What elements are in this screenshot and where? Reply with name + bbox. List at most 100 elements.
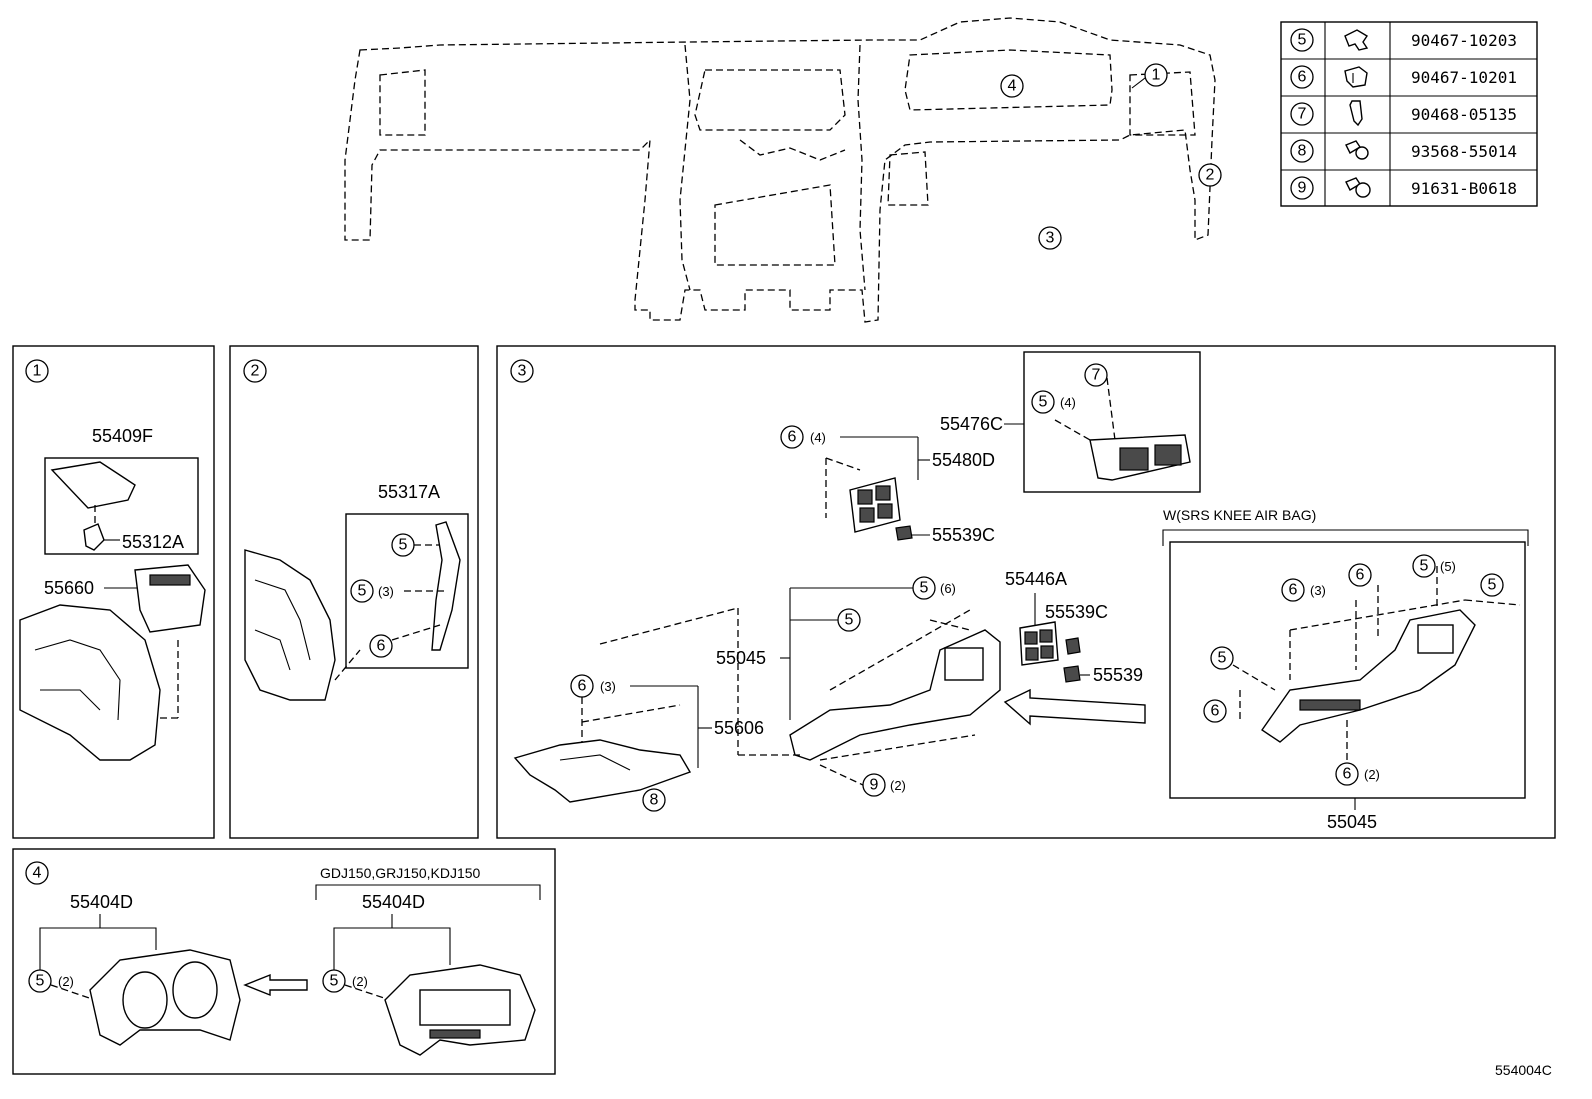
svg-text:6: 6 <box>1289 582 1298 599</box>
svg-text:(3): (3) <box>1310 583 1326 598</box>
parts-table: 5 90467-10203 6 90467-10201 7 90468-0513… <box>1280 21 1538 207</box>
screw-icon <box>1345 140 1369 160</box>
part-55476C: 55476C <box>940 414 1003 434</box>
svg-text:5: 5 <box>1420 558 1429 575</box>
panel-4: 4 55404D 5 (2) GDJ150,GRJ150,KDJ150 5540… <box>12 848 556 1075</box>
cover-part <box>50 461 136 509</box>
part-55476C-box <box>1023 351 1201 493</box>
svg-text:(4): (4) <box>810 430 826 445</box>
svg-text:2: 2 <box>251 363 260 380</box>
diagram-code: 554004C <box>1495 1062 1552 1078</box>
lower-bracket-part <box>513 739 692 803</box>
svg-text:6: 6 <box>1356 567 1365 584</box>
part-55404D-left: 55404D <box>70 892 133 912</box>
svg-text:3: 3 <box>518 363 527 380</box>
part-55404D-right: 55404D <box>362 892 425 912</box>
part-55045: 55045 <box>716 648 766 668</box>
overview-callout-2: 2 <box>1198 163 1222 187</box>
svg-text:6: 6 <box>377 638 386 655</box>
svg-text:6: 6 <box>1343 766 1352 783</box>
svg-text:5: 5 <box>1298 32 1307 49</box>
arrow-left-icon <box>243 973 308 997</box>
part-55312A: 55312A <box>122 532 184 552</box>
part-55409F: 55409F <box>92 426 153 446</box>
part-55045-srs: 55045 <box>1327 812 1377 832</box>
dash-section-part <box>244 549 336 701</box>
svg-text:(6): (6) <box>940 581 956 596</box>
svg-text:(2): (2) <box>58 974 74 989</box>
svg-text:91631-B0618: 91631-B0618 <box>1411 179 1517 198</box>
svg-text:(3): (3) <box>600 679 616 694</box>
svg-text:5: 5 <box>1218 650 1227 667</box>
clip-icon <box>1344 29 1369 51</box>
parts-table-row: 9 91631-B0618 <box>1290 176 1517 200</box>
part-55446A: 55446A <box>1005 569 1067 589</box>
part-55317A-box <box>345 513 469 669</box>
panel-2: 2 55317A 5 5 (3) 6 <box>229 345 479 839</box>
svg-text:8: 8 <box>1298 143 1307 160</box>
svg-text:(3): (3) <box>378 584 394 599</box>
svg-text:6: 6 <box>788 429 797 446</box>
part-55539C: 55539C <box>932 525 995 545</box>
svg-text:5: 5 <box>1039 394 1048 411</box>
svg-text:2: 2 <box>1206 167 1215 184</box>
side-panel-part <box>431 521 461 651</box>
svg-text:5: 5 <box>330 973 339 990</box>
parts-table-row: 8 93568-55014 <box>1290 139 1517 163</box>
svg-text:7: 7 <box>1298 106 1307 123</box>
panel-1: 1 55409F 55312A 55660 <box>12 345 215 839</box>
clip-part <box>83 523 105 551</box>
svg-text:9: 9 <box>870 777 879 794</box>
svg-text:(2): (2) <box>1364 767 1380 782</box>
svg-text:5: 5 <box>36 973 45 990</box>
svg-text:1: 1 <box>1152 67 1161 84</box>
part-55409F-box <box>44 457 199 555</box>
svg-text:4: 4 <box>33 865 42 882</box>
part-55606: 55606 <box>714 718 764 738</box>
part-55539C: 55539C <box>1045 602 1108 622</box>
part-55660: 55660 <box>44 578 94 598</box>
svg-text:5: 5 <box>920 580 929 597</box>
svg-text:(4): (4) <box>1060 395 1076 410</box>
svg-text:(2): (2) <box>890 778 906 793</box>
svg-text:8: 8 <box>650 792 659 809</box>
srs-variant-box <box>1169 541 1526 799</box>
svg-text:1: 1 <box>33 363 42 380</box>
svg-text:93568-55014: 93568-55014 <box>1411 142 1517 161</box>
bolt-icon <box>1345 177 1371 198</box>
switch-part <box>1065 637 1081 655</box>
svg-text:5: 5 <box>1488 577 1497 594</box>
arrow-left-icon <box>1003 688 1146 726</box>
overview-callout-3: 3 <box>1038 226 1062 250</box>
svg-text:(5): (5) <box>1440 559 1456 574</box>
part-55480D: 55480D <box>932 450 995 470</box>
dashboard-overview <box>344 17 1216 323</box>
part-55317A: 55317A <box>378 482 440 502</box>
parts-table-row: 5 90467-10203 <box>1290 28 1517 52</box>
dash-section-part <box>19 604 161 761</box>
svg-text:9: 9 <box>1298 180 1307 197</box>
variant-label: GDJ150,GRJ150,KDJ150 <box>320 865 481 881</box>
panel-3: 3 55476C 7 5 (4) 6 (4) 55480D 55539C <box>496 345 1556 839</box>
svg-text:90467-10203: 90467-10203 <box>1411 31 1517 50</box>
svg-text:6: 6 <box>578 678 587 695</box>
switch-part <box>1063 665 1081 683</box>
overview-callout-1: 1 <box>1131 63 1168 89</box>
svg-text:6: 6 <box>1211 703 1220 720</box>
svg-text:5: 5 <box>845 612 854 629</box>
svg-text:5: 5 <box>358 583 367 600</box>
svg-text:90468-05135: 90468-05135 <box>1411 105 1517 124</box>
variant-label: W(SRS KNEE AIR BAG) <box>1163 507 1316 523</box>
svg-text:3: 3 <box>1046 230 1055 247</box>
svg-text:6: 6 <box>1298 69 1307 86</box>
svg-text:90467-10201: 90467-10201 <box>1411 68 1517 87</box>
part-55539: 55539 <box>1093 665 1143 685</box>
svg-text:(2): (2) <box>352 974 368 989</box>
svg-text:4: 4 <box>1008 78 1017 95</box>
clip-icon <box>1344 66 1368 88</box>
overview-callout-4: 4 <box>1000 74 1024 98</box>
parts-table-row: 6 90467-10201 <box>1290 65 1517 89</box>
svg-text:7: 7 <box>1092 367 1101 384</box>
clip-icon <box>1349 100 1363 127</box>
